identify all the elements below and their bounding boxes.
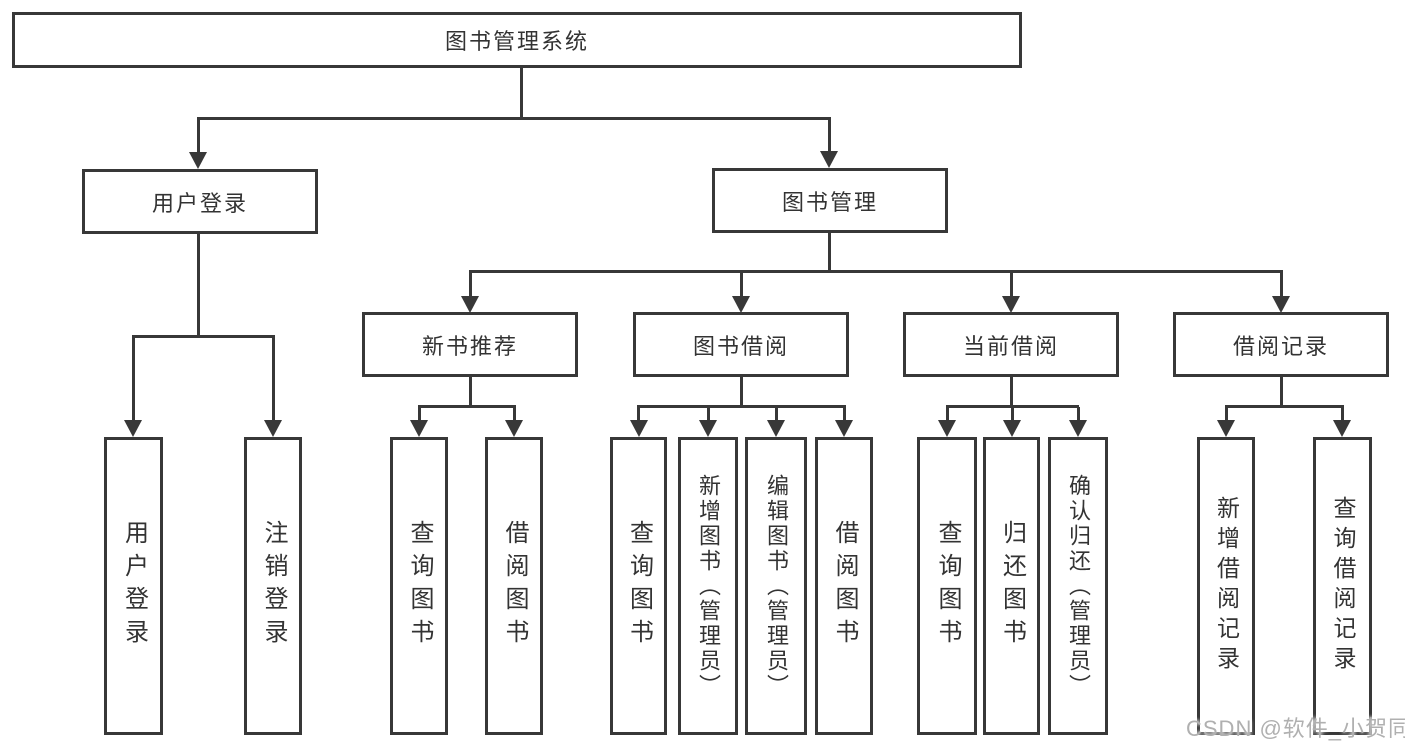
leaf-add-book-admin: 新增图书（管理员） <box>678 437 738 735</box>
connector-level1-rail <box>197 117 831 120</box>
arrowhead-book-management-icon <box>820 151 838 168</box>
arrowhead-g3-a3-icon <box>767 420 785 437</box>
leaf-query-book-borrow: 查询图书 <box>610 437 667 735</box>
leaf-query-book-current: 查询图书 <box>917 437 977 735</box>
leaf-user-login-label: 用户登录 <box>120 520 148 652</box>
leaf-logout-label: 注销登录 <box>260 520 287 652</box>
connector-g5-a2 <box>1341 407 1344 423</box>
leaf-borrow-book-label: 借阅图书 <box>831 520 858 652</box>
leaf-query-book-borrow-label: 查询图书 <box>625 520 653 652</box>
leaf-return-book: 归还图书 <box>983 437 1040 735</box>
node-borrow-records: 借阅记录 <box>1173 312 1389 377</box>
arrowhead-g2-a1-icon <box>410 420 428 437</box>
connector-g2-a1 <box>418 407 421 423</box>
arrowhead-g4-a3-icon <box>1069 420 1087 437</box>
leaf-add-book-admin-label: 新增图书（管理员） <box>696 473 721 699</box>
connector-new-book-stem <box>469 377 472 407</box>
leaf-borrow-book-recommend-label: 借阅图书 <box>501 520 528 652</box>
connector-root-stem <box>520 67 523 119</box>
connector-book-borrow-rail <box>637 405 846 408</box>
connector-book-borrow-stem <box>740 377 743 407</box>
leaf-query-book-current-label: 查询图书 <box>934 520 961 652</box>
node-current-borrow-label: 当前借阅 <box>962 333 1059 359</box>
arrowhead-book-borrow-icon <box>732 296 750 313</box>
connector-g3-a3 <box>775 407 778 423</box>
node-current-borrow: 当前借阅 <box>903 312 1119 377</box>
leaf-logout: 注销登录 <box>244 437 302 735</box>
node-user-login-label: 用户登录 <box>151 190 248 216</box>
connector-g4-a3 <box>1077 407 1080 423</box>
leaf-add-borrow-record-label: 新增借阅记录 <box>1213 496 1240 676</box>
connector-to-leaf-login <box>132 337 135 422</box>
connector-g3-a4 <box>843 407 846 423</box>
arrowhead-leaf-logout-icon <box>264 420 282 437</box>
connector-user-login-rail <box>132 335 275 338</box>
connector-to-user-login <box>197 119 200 154</box>
leaf-query-borrow-record: 查询借阅记录 <box>1313 437 1372 735</box>
arrowhead-user-login-icon <box>189 152 207 169</box>
connector-to-current-borrow <box>1010 272 1013 298</box>
connector-to-book-management <box>828 119 831 154</box>
arrowhead-g4-a2-icon <box>1003 420 1021 437</box>
node-book-borrow-label: 图书借阅 <box>692 333 789 359</box>
leaf-add-borrow-record: 新增借阅记录 <box>1197 437 1255 735</box>
node-book-management: 图书管理 <box>712 168 948 233</box>
connector-g3-a1 <box>637 407 640 423</box>
connector-to-book-borrow <box>740 272 743 298</box>
leaf-return-book-label: 归还图书 <box>998 520 1026 652</box>
leaf-query-borrow-record-label: 查询借阅记录 <box>1330 496 1356 676</box>
arrowhead-g5-a1-icon <box>1217 420 1235 437</box>
connector-book-management-stem <box>828 233 831 272</box>
leaf-edit-book-admin-label: 编辑图书（管理员） <box>764 473 789 699</box>
leaf-query-book-recommend: 查询图书 <box>390 437 448 735</box>
node-borrow-records-label: 借阅记录 <box>1232 333 1329 359</box>
connector-borrow-records-stem <box>1280 377 1283 407</box>
leaf-query-book-recommend-label: 查询图书 <box>406 520 433 652</box>
connector-level3-rail <box>469 270 1283 273</box>
csdn-watermark: CSDN @软件_小贺同学 <box>1186 716 1405 741</box>
connector-g2-a2 <box>513 407 516 423</box>
arrowhead-g3-a1-icon <box>630 420 648 437</box>
connector-g3-a2 <box>707 407 710 423</box>
leaf-edit-book-admin: 编辑图书（管理员） <box>745 437 807 735</box>
arrowhead-g3-a2-icon <box>699 420 717 437</box>
arrowhead-current-borrow-icon <box>1002 296 1020 313</box>
arrowhead-new-book-icon <box>461 296 479 313</box>
connector-current-borrow-stem <box>1010 377 1013 407</box>
leaf-confirm-return-admin-label: 确认归还（管理员） <box>1066 473 1091 699</box>
node-new-book-recommend: 新书推荐 <box>362 312 578 377</box>
node-book-management-label: 图书管理 <box>781 189 878 215</box>
connector-g5-a1 <box>1225 407 1228 423</box>
connector-g4-a2 <box>1011 407 1014 423</box>
connector-new-book-rail <box>418 405 516 408</box>
connector-user-login-stem <box>197 234 200 337</box>
leaf-borrow-book-recommend: 借阅图书 <box>485 437 543 735</box>
leaf-confirm-return-admin: 确认归还（管理员） <box>1048 437 1108 735</box>
connector-g4-a1 <box>946 407 949 423</box>
arrowhead-g5-a2-icon <box>1333 420 1351 437</box>
connector-to-leaf-logout <box>272 337 275 422</box>
leaf-borrow-book: 借阅图书 <box>815 437 873 735</box>
node-root-label: 图书管理系统 <box>444 29 589 54</box>
node-book-borrow: 图书借阅 <box>633 312 849 377</box>
node-root: 图书管理系统 <box>12 12 1022 68</box>
arrowhead-g3-a4-icon <box>835 420 853 437</box>
arrowhead-borrow-records-icon <box>1272 296 1290 313</box>
node-new-book-recommend-label: 新书推荐 <box>421 333 518 359</box>
arrowhead-g4-a1-icon <box>938 420 956 437</box>
connector-to-borrow-records <box>1280 272 1283 298</box>
connector-to-new-book <box>469 272 472 298</box>
arrowhead-leaf-login-icon <box>124 420 142 437</box>
arrowhead-g2-a2-icon <box>505 420 523 437</box>
leaf-user-login: 用户登录 <box>104 437 163 735</box>
connector-current-borrow-rail <box>946 405 1079 408</box>
connector-borrow-records-rail <box>1225 405 1344 408</box>
node-user-login: 用户登录 <box>82 169 318 234</box>
